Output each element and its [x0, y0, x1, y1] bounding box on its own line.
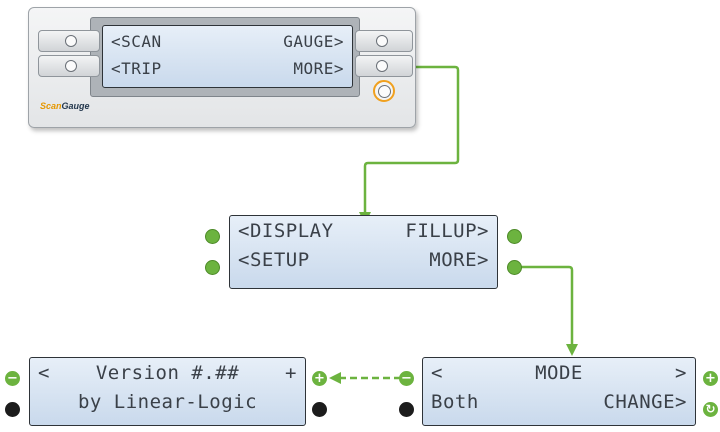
minus-icon[interactable]: −	[5, 371, 20, 386]
menu-display-label: <DISPLAY	[238, 220, 334, 242]
button-dot-icon	[65, 35, 77, 47]
version-button-left-bottom[interactable]	[5, 402, 20, 417]
connector-arrowhead	[329, 372, 341, 384]
connector-device-to-menu	[363, 65, 460, 212]
version-credit: by Linear-Logic	[77, 391, 258, 413]
button-dot-icon	[378, 85, 391, 98]
screen-line1-right: GAUGE>	[283, 32, 344, 51]
mode-title: MODE	[535, 362, 583, 384]
scangauge-logo: ScanGauge	[40, 101, 90, 111]
version-plus: +	[285, 362, 297, 384]
connector-menu-to-mode	[520, 265, 574, 344]
device-button-round[interactable]	[373, 80, 395, 102]
mode-left-arrow: <	[431, 362, 443, 384]
device-button-right-bottom[interactable]	[355, 55, 413, 77]
device-button-left-top[interactable]	[38, 30, 100, 52]
button-dot-icon	[376, 35, 388, 47]
menu-setup-label: <SETUP	[238, 249, 310, 271]
mode-value: Both	[431, 391, 479, 413]
cycle-icon[interactable]: ↻	[703, 402, 718, 417]
mode-change-label: CHANGE>	[603, 391, 687, 413]
version-left-arrow: <	[38, 362, 50, 384]
screen-line2-left: <TRIP	[111, 59, 162, 78]
menu-button-left-bottom[interactable]	[205, 260, 220, 275]
button-dot-icon	[65, 60, 77, 72]
plus-icon[interactable]: +	[703, 371, 718, 386]
menu-fillup-label: FILLUP>	[405, 220, 489, 242]
menu-button-left-top[interactable]	[205, 229, 220, 244]
screen-line2-right: MORE>	[293, 59, 344, 78]
version-button-right-bottom[interactable]	[312, 402, 327, 417]
button-dot-icon	[376, 60, 388, 72]
minus-icon[interactable]: −	[399, 371, 414, 386]
version-screen: < Version #.## + by Linear-Logic	[29, 357, 306, 426]
mode-screen: < MODE > Both CHANGE>	[422, 357, 696, 426]
menu-button-right-top[interactable]	[507, 229, 522, 244]
mode-right-arrow: >	[675, 362, 687, 384]
device-button-right-top[interactable]	[355, 30, 413, 52]
connector-arrowhead	[566, 344, 578, 356]
device-button-left-bottom[interactable]	[38, 55, 100, 77]
screen-line1-left: <SCAN	[111, 32, 162, 51]
plus-icon[interactable]: +	[312, 371, 327, 386]
menu-more-label: MORE>	[429, 249, 489, 271]
device-screen: <SCAN GAUGE> <TRIP MORE>	[102, 25, 353, 88]
mode-button-left-bottom[interactable]	[399, 402, 414, 417]
menu-button-right-bottom[interactable]	[507, 260, 522, 275]
menu-screen: <DISPLAY FILLUP> <SETUP MORE>	[229, 215, 498, 289]
version-number: Version #.##	[95, 362, 240, 384]
